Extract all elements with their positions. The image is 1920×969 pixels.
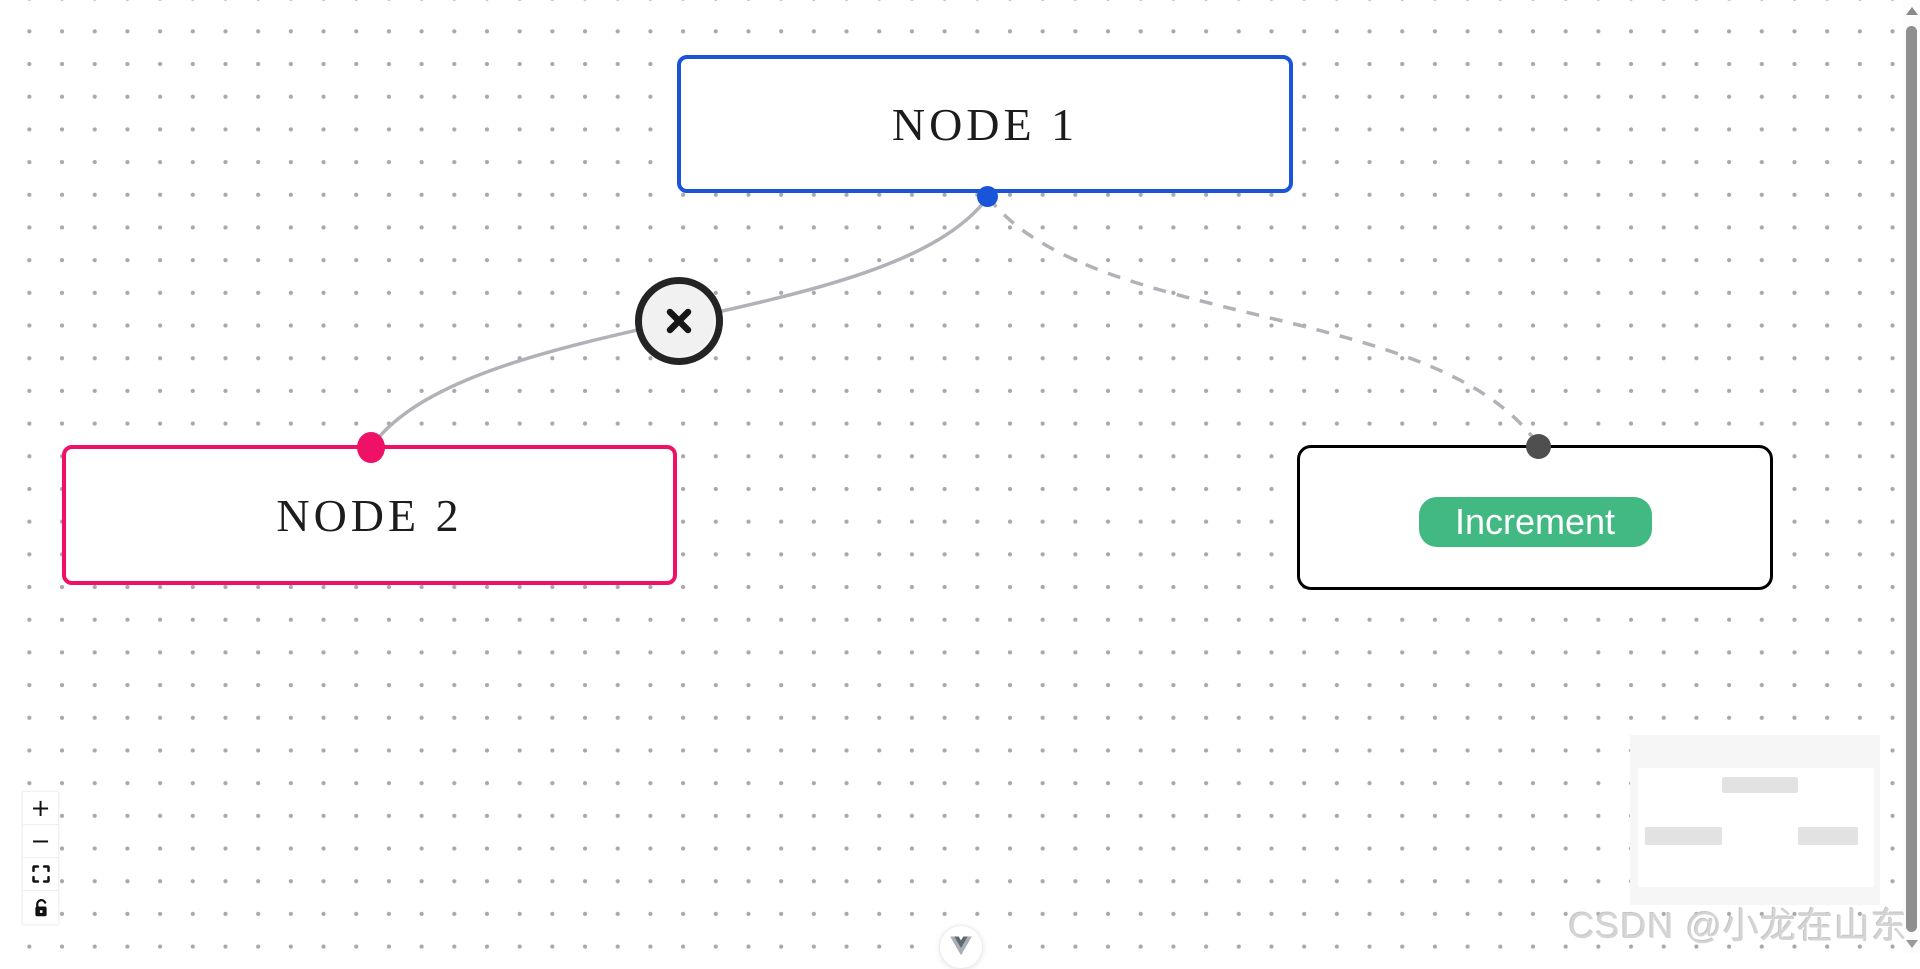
node-1[interactable]: NODE 1: [677, 55, 1293, 193]
lock-toggle-button[interactable]: [23, 891, 58, 924]
zoom-in-button[interactable]: +: [23, 792, 58, 825]
minimap-node-1: [1722, 777, 1798, 793]
minimap-node-3: [1798, 827, 1858, 845]
close-x-icon: [666, 308, 692, 334]
increment-node-target-handle[interactable]: [1526, 434, 1551, 459]
edge-delete-button[interactable]: [635, 277, 723, 365]
node-1-source-handle[interactable]: [977, 186, 998, 207]
increment-node[interactable]: Increment: [1297, 445, 1773, 590]
plus-icon: +: [30, 794, 51, 822]
vertical-scrollbar[interactable]: [1903, 0, 1920, 953]
zoom-out-button[interactable]: −: [23, 825, 58, 858]
minus-icon: −: [30, 827, 51, 855]
node-2-label: NODE 2: [276, 489, 463, 541]
fit-view-button[interactable]: [23, 858, 58, 891]
devtools-toggle-button[interactable]: [939, 925, 983, 969]
node-2[interactable]: NODE 2: [62, 445, 677, 585]
node-1-label: NODE 1: [891, 98, 1079, 150]
zoom-controls-panel: + −: [23, 792, 58, 924]
minimap[interactable]: [1630, 735, 1880, 905]
minimap-node-2: [1645, 827, 1722, 845]
edge-node1-increment-dashed[interactable]: [986, 195, 1541, 447]
node-2-target-handle[interactable]: [357, 432, 385, 463]
vue-logo-icon: [950, 936, 972, 955]
fit-view-icon: [31, 865, 50, 883]
scroll-up-button[interactable]: [1906, 7, 1918, 15]
scrollbar-thumb[interactable]: [1906, 26, 1917, 932]
increment-button-label: Increment: [1454, 500, 1616, 542]
unlock-icon: [34, 898, 47, 916]
scroll-down-button[interactable]: [1906, 940, 1918, 948]
increment-button[interactable]: Increment: [1418, 496, 1652, 547]
